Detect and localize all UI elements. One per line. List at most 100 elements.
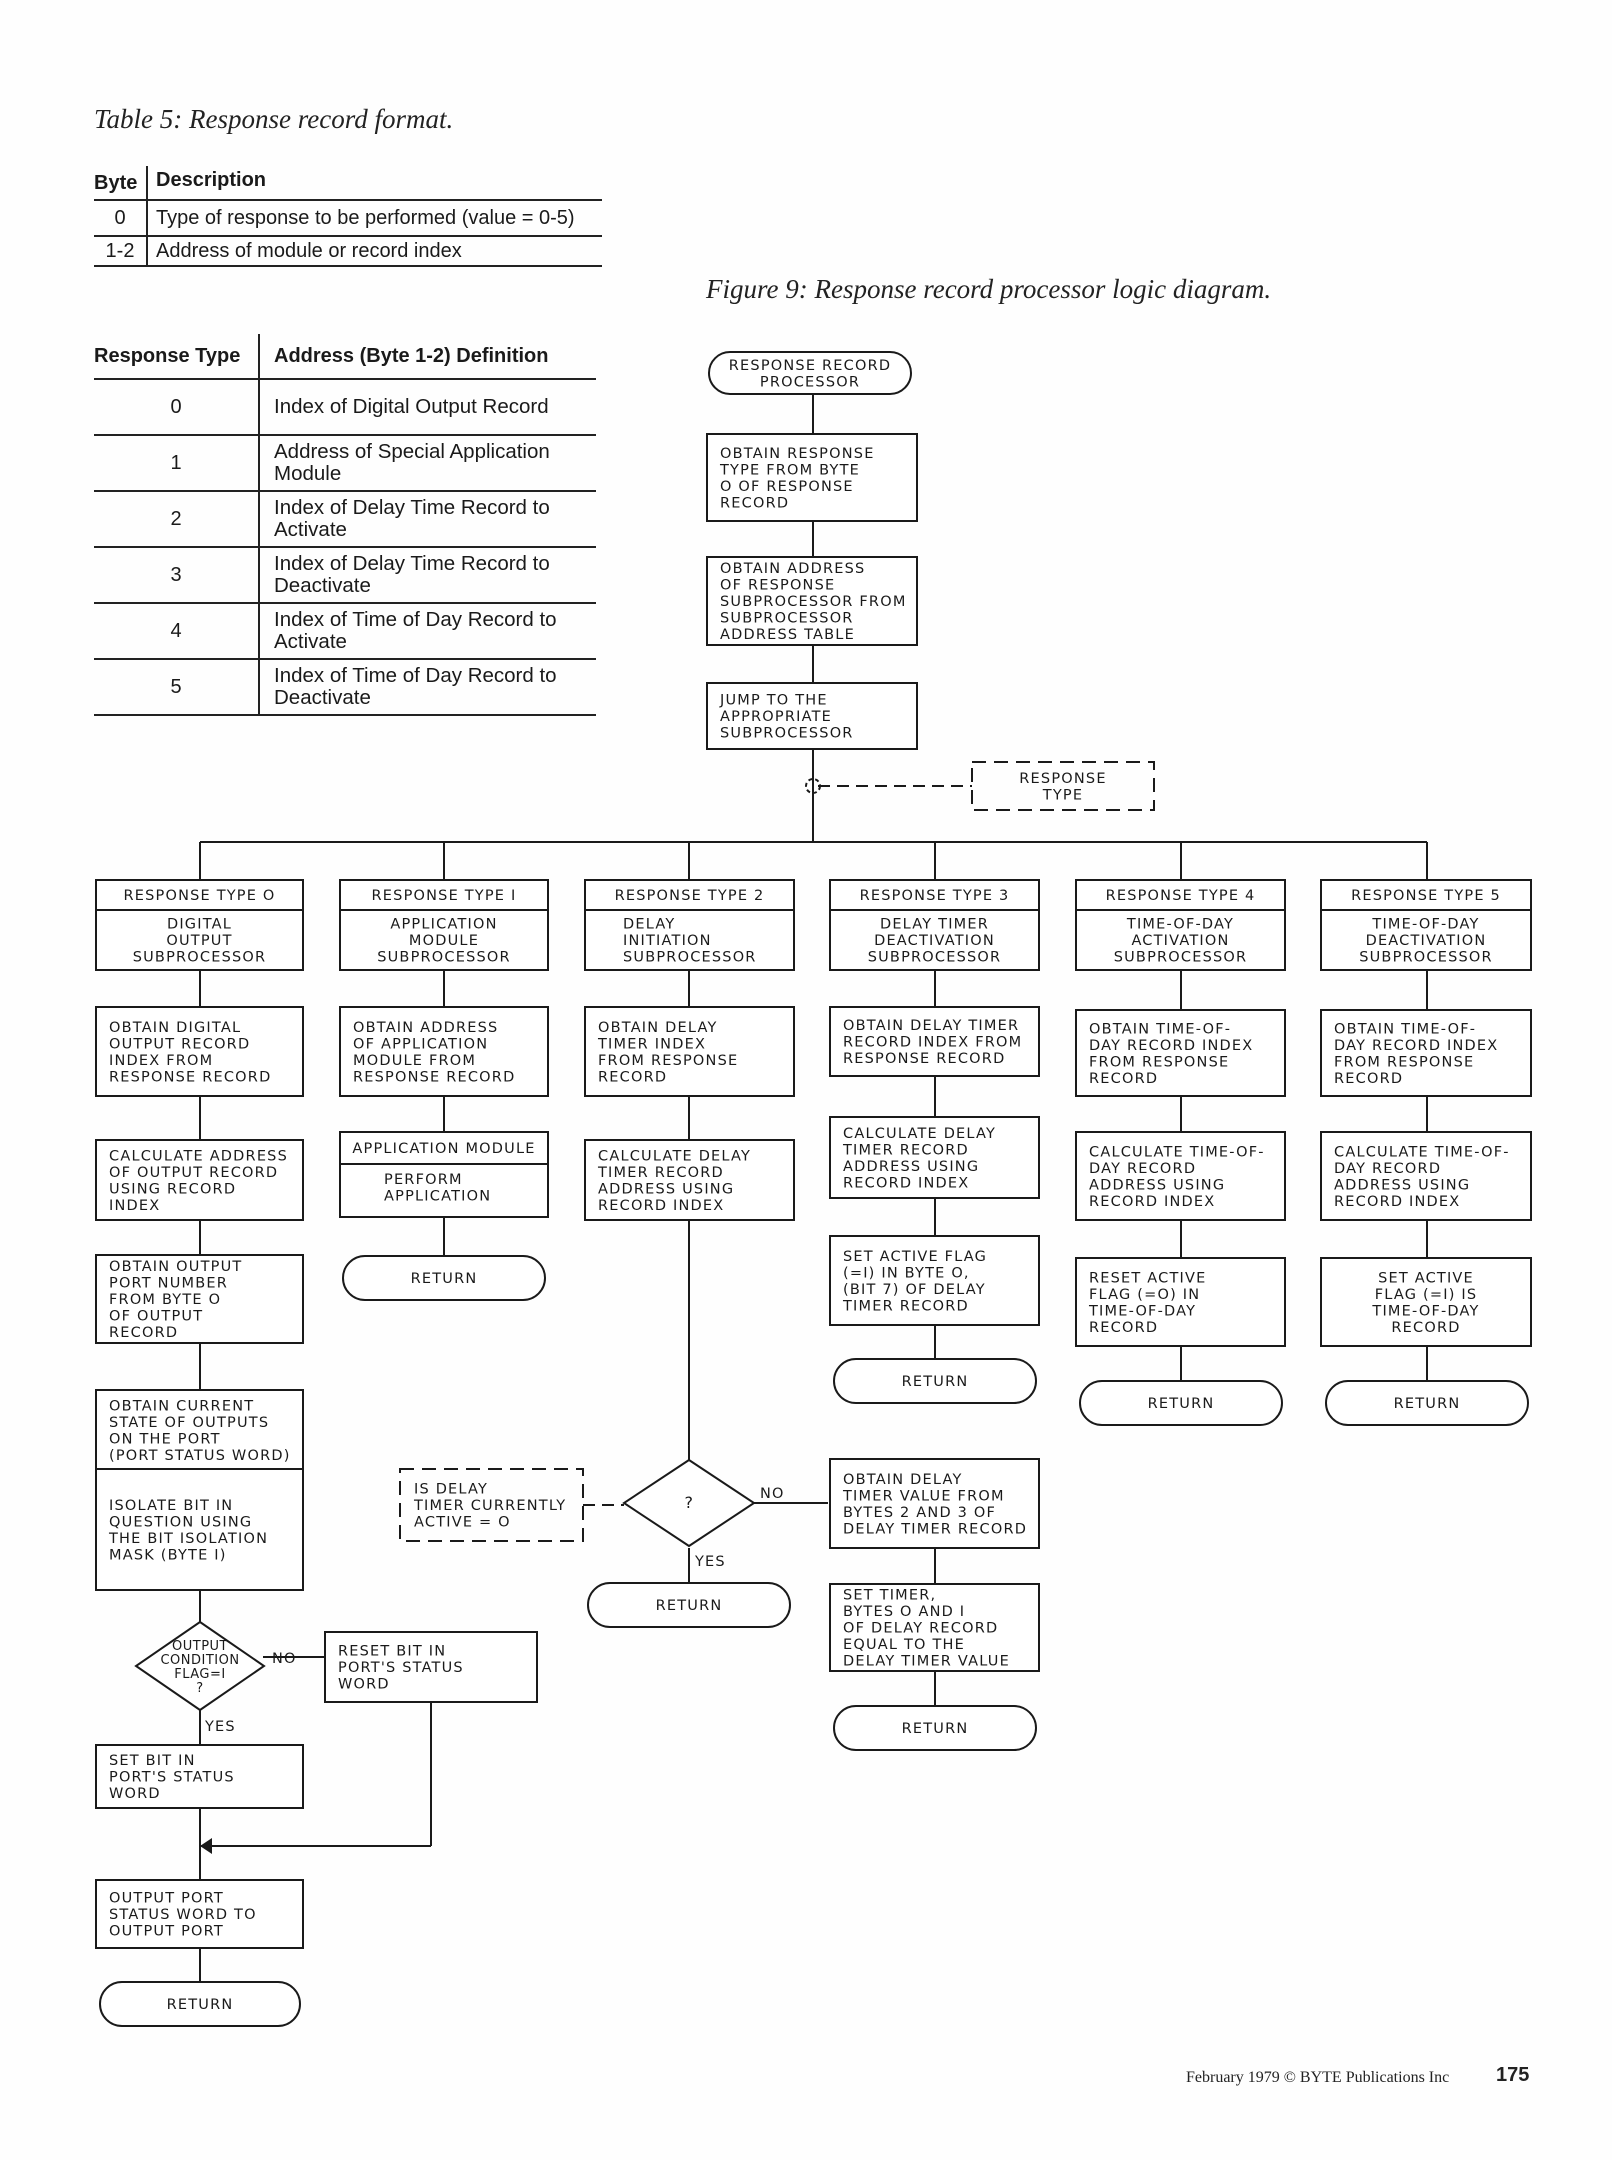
subprocessor-title: RESPONSE TYPE 3 — [860, 888, 1010, 904]
decision-text: ? — [685, 1493, 694, 1512]
process-box-t2_s4: SET TIMER,BYTES O AND IOF DELAY RECORDEQ… — [829, 1583, 1040, 1672]
process-box-text: DELAY TIMER VALUE — [843, 1654, 1010, 1670]
process-box-text: CALCULATE DELAY — [598, 1148, 751, 1164]
process-box-text: USING RECORD — [109, 1181, 236, 1197]
subprocessor-text: TIME-OF-DAY — [1371, 917, 1479, 933]
decision-text: OUTPUT — [172, 1639, 228, 1654]
subprocessor-text: SUBPROCESSOR — [1359, 950, 1493, 966]
process-box-text: DAY RECORD — [1334, 1161, 1441, 1177]
branch-label: YES — [204, 1719, 236, 1735]
process-box-text: OBTAIN DELAY — [843, 1472, 963, 1488]
subprocessor-text: INITIATION — [623, 933, 712, 949]
subprocessor-text: SUBPROCESSOR — [377, 950, 511, 966]
process-box-text: SET TIMER, — [843, 1588, 936, 1604]
process-box-text: FROM RESPONSE — [598, 1053, 738, 1069]
process-box-text: BYTES O AND I — [843, 1604, 965, 1620]
process-box-text: ADDRESS TABLE — [720, 627, 855, 643]
process-box-text: RESPONSE RECORD — [109, 1069, 271, 1085]
process-box-text: FLAG (=O) IN — [1089, 1287, 1200, 1303]
process-box-text: WORD — [109, 1786, 161, 1802]
connector-circle — [805, 778, 821, 794]
subprocessor-header-t1_head: RESPONSE TYPE IAPPLICATIONMODULESUBPROCE… — [339, 879, 549, 971]
branch-label: NO — [272, 1651, 297, 1667]
subprocessor-text: ACTIVATION — [1131, 933, 1229, 949]
subprocessor-text: OUTPUT — [166, 933, 232, 949]
process-box-text: OBTAIN ADDRESS — [720, 561, 865, 577]
process-box-text: RECORD INDEX — [1089, 1194, 1215, 1210]
process-box-text: FROM RESPONSE — [1334, 1054, 1474, 1070]
process-box-text: TYPE FROM BYTE — [719, 462, 860, 478]
process-box-text: CALCULATE ADDRESS — [109, 1148, 288, 1164]
process-box-text: SUBPROCESSOR — [720, 611, 854, 627]
process-box-text: OF DELAY RECORD — [843, 1621, 998, 1637]
process-box-text: OUTPUT PORT — [109, 1924, 224, 1940]
subprocessor-header-t5_head: RESPONSE TYPE 5TIME-OF-DAYDEACTIVATIONSU… — [1320, 879, 1532, 971]
decision-text: FLAG=I — [174, 1667, 225, 1682]
subprocessor-title: RESPONSE TYPE 2 — [615, 888, 765, 904]
process-box-text: DELAY TIMER RECORD — [843, 1521, 1027, 1537]
process-box-text: RESET ACTIVE — [1089, 1270, 1206, 1286]
process-box-text: OBTAIN CURRENT — [109, 1398, 254, 1414]
process-box-text: THE BIT ISOLATION — [108, 1531, 268, 1547]
process-box-text: ADDRESS USING — [1089, 1177, 1225, 1193]
process-box-text: ON THE PORT — [109, 1431, 221, 1447]
subprocessor-title: RESPONSE TYPE O — [123, 888, 275, 904]
process-box-text: RECORD INDEX FROM — [843, 1035, 1022, 1051]
process-box-text: QUESTION USING — [109, 1514, 252, 1530]
note-text: IS DELAY — [414, 1482, 488, 1498]
table-row: 1-2 Address of module or record index — [94, 236, 602, 267]
process-box-text: STATUS WORD TO — [109, 1907, 257, 1923]
process-box-text: PORT NUMBER — [109, 1276, 228, 1292]
process-box-text: ADDRESS USING — [1334, 1177, 1470, 1193]
terminal-t4_ret: RETURN — [1079, 1380, 1283, 1426]
process-box-text: PORT'S STATUS — [109, 1770, 235, 1786]
page-number: 175 — [1496, 2064, 1530, 2086]
process-box-text: OBTAIN DELAY — [598, 1020, 718, 1036]
process-box-text: RECORD — [1089, 1071, 1158, 1087]
terminal-text: RETURN — [411, 1271, 478, 1287]
process-box-text: FLAG (=I) IS — [1375, 1287, 1478, 1303]
subprocessor-header-t4_head: RESPONSE TYPE 4TIME-OF-DAYACTIVATIONSUBP… — [1075, 879, 1286, 971]
process-box-text: OBTAIN RESPONSE — [720, 446, 875, 462]
rt-definition: Address of Special Application Module — [259, 435, 596, 492]
process-box-text: OBTAIN OUTPUT — [109, 1259, 242, 1275]
decision-t2_dec: ? — [622, 1458, 756, 1548]
rt-type: 2 — [94, 491, 260, 548]
application-module-title: APPLICATION MODULE — [352, 1141, 535, 1157]
process-box-text: RESPONSE RECORD — [843, 1051, 1005, 1067]
process-box-text: (PORT STATUS WORD) — [109, 1448, 291, 1464]
process-box-text: TIMER INDEX — [597, 1036, 706, 1052]
process-box-text: RECORD — [109, 1325, 178, 1341]
table5-byte: 1-2 — [94, 236, 148, 267]
page-footer: February 1979 © BYTE Publications Inc — [1186, 2069, 1450, 2086]
process-box-text: OF OUTPUT — [109, 1309, 203, 1325]
terminal-t5_ret: RETURN — [1325, 1380, 1529, 1426]
process-box-text: EQUAL TO THE — [843, 1637, 965, 1653]
process-box-text: APPROPRIATE — [720, 709, 832, 725]
table5-header-description: Description — [147, 166, 602, 201]
process-box-text: TIMER RECORD — [842, 1142, 969, 1158]
figure-caption: Figure 9: Response record processor logi… — [706, 274, 1272, 304]
process-box-text: SET BIT IN — [109, 1753, 196, 1769]
note-text: TIMER CURRENTLY — [413, 1498, 566, 1514]
process-box-text: RECORD — [1391, 1320, 1460, 1336]
response-record-format-table: Byte Description 0 Type of response to b… — [94, 166, 602, 267]
decision-text: ? — [196, 1681, 203, 1696]
process-box-text: O OF RESPONSE — [720, 479, 854, 495]
process-box-text: (BIT 7) OF DELAY — [843, 1282, 986, 1298]
table5-byte: 0 — [94, 200, 148, 237]
rt-type: 4 — [94, 603, 260, 660]
